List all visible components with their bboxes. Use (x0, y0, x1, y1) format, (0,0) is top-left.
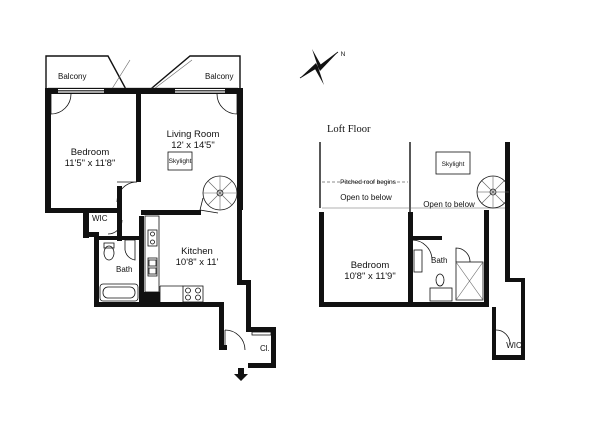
compass-north-label: N (341, 51, 346, 58)
stove (182, 285, 204, 303)
spiral-staircase-lower (199, 175, 238, 214)
spiral-staircase-loft (476, 175, 510, 209)
balcony-left-label: Balcony (58, 72, 86, 81)
labels: Balcony Balcony Bedroom 11'5" x 11'8" Li… (58, 51, 522, 353)
bedroom-living-wall (136, 94, 141, 182)
living-room-dimensions: 12' x 14'5" (171, 140, 214, 151)
bedroom-dimensions: 11'5" x 11'8" (65, 158, 116, 169)
loft-bedroom-dimensions: 10'8" x 11'9" (344, 271, 395, 282)
left-balcony-outline (45, 55, 129, 94)
open-to-below-left: Open to below (340, 193, 392, 202)
bathtub (99, 283, 139, 302)
skylight-loft-label: Skylight (442, 161, 465, 168)
wic-loft-label: WIC (506, 341, 522, 350)
kitchen-dimensions: 10'8" x 11' (176, 257, 219, 268)
pitched-roof-label: Pitched roof begins (340, 179, 396, 186)
bedroom-label: Bedroom (71, 147, 110, 158)
kitchen-sink (147, 257, 158, 277)
balcony-right-label: Balcony (205, 72, 233, 81)
skylight-loft (435, 151, 471, 175)
kitchen-label: Kitchen (181, 246, 213, 257)
kitchen-counter (144, 215, 160, 293)
wic-lower-label: WIC (92, 214, 108, 223)
bath-lower-label: Bath (116, 265, 132, 274)
loft-floor-title: Loft Floor (327, 124, 371, 135)
loft-floor (319, 142, 525, 360)
compass (299, 49, 339, 85)
lower-floor (45, 55, 276, 381)
right-balcony-outline (145, 55, 241, 94)
toilet (103, 245, 115, 261)
loft-shower (455, 261, 484, 301)
living-room-label: Living Room (167, 129, 220, 140)
skylight-lower-label: Skylight (169, 158, 192, 165)
bath-loft-label: Bath (431, 256, 447, 265)
closet-label: Cl. (260, 344, 270, 353)
entry-arrow (234, 368, 248, 381)
skylight-lower (167, 151, 193, 171)
north-wall (45, 88, 243, 94)
open-to-below-right: Open to below (423, 200, 475, 209)
loft-bedroom-label: Bedroom (351, 260, 390, 271)
